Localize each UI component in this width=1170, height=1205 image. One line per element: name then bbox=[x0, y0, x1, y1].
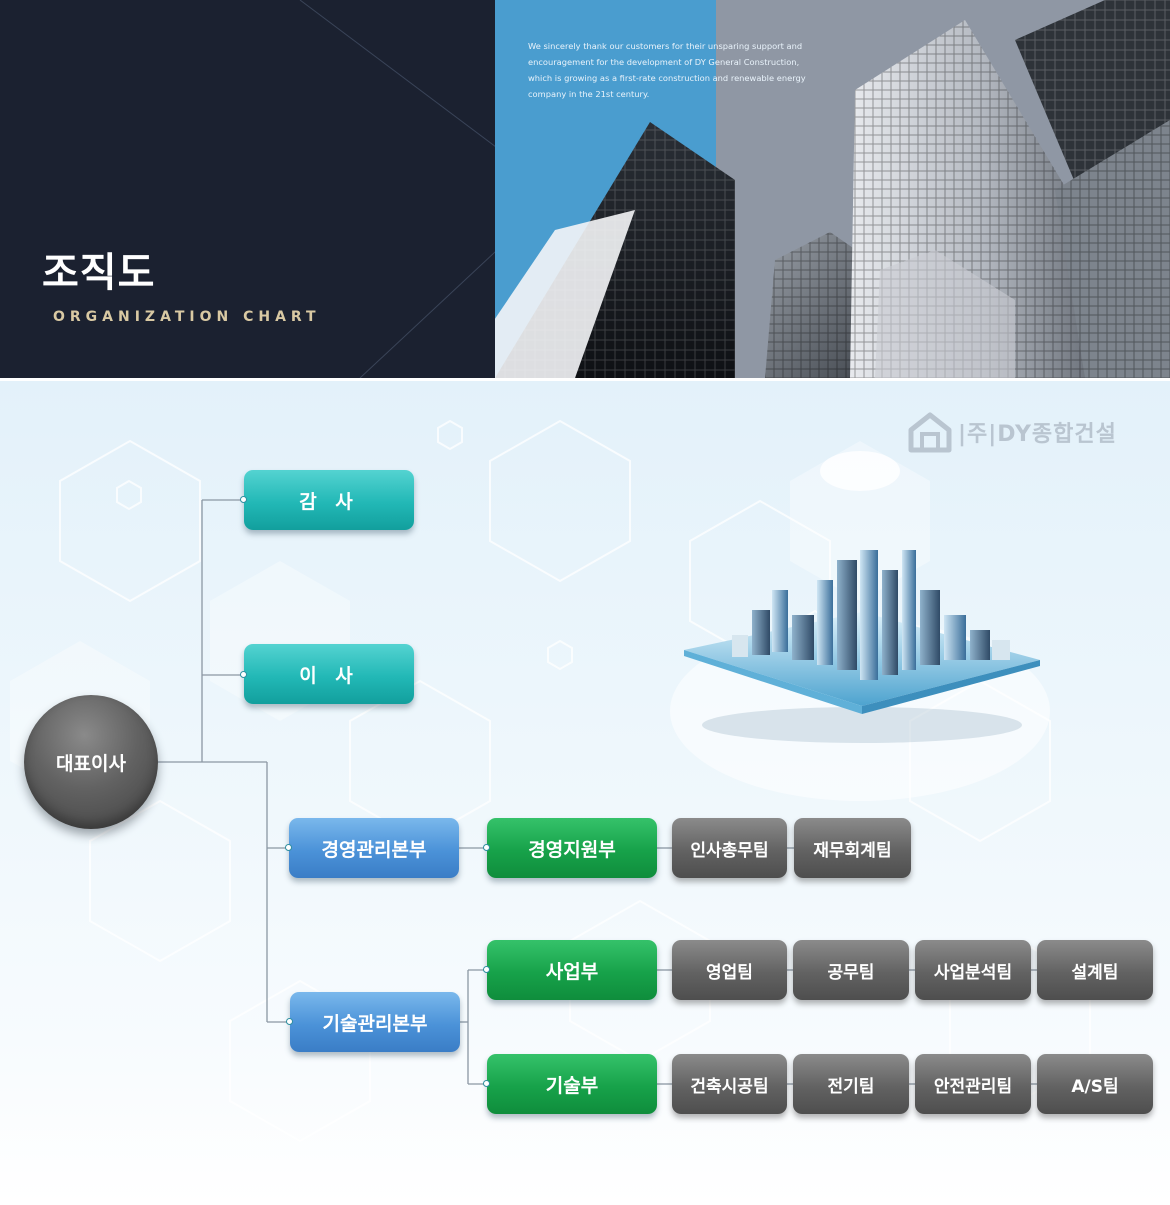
management-hq-node: 경영관리본부 bbox=[289, 818, 459, 878]
tech-hq-label: 기술관리본부 bbox=[322, 1012, 428, 1035]
management-hq-label: 경영관리본부 bbox=[321, 838, 427, 861]
header-divider bbox=[0, 378, 1170, 381]
company-logo: |주|DY종합건설 bbox=[908, 408, 1117, 456]
city-model-image bbox=[684, 550, 1040, 743]
audit-label: 감 사 bbox=[299, 490, 359, 513]
connector-dot bbox=[483, 966, 490, 973]
header-dark-panel: 조직도 ORGANIZATION CHART bbox=[0, 0, 495, 378]
connector-dot bbox=[240, 496, 247, 503]
mgmt-support-label: 경영지원부 bbox=[528, 838, 616, 861]
team-label: 안전관리팀 bbox=[933, 1076, 1013, 1097]
team-label: 건축시공팀 bbox=[690, 1076, 769, 1097]
connector-dot bbox=[483, 1080, 490, 1087]
team-label: 전기팀 bbox=[827, 1076, 875, 1097]
tech-dept-node: 기술부 bbox=[487, 1054, 657, 1114]
page-title: 조직도 bbox=[42, 250, 156, 296]
directors-label: 이 사 bbox=[299, 664, 359, 687]
team-label: A/S팀 bbox=[1071, 1076, 1119, 1097]
audit-node: 감 사 bbox=[244, 470, 414, 530]
logo-house-icon bbox=[908, 412, 952, 453]
team-node-support-2: 재무회계팀 bbox=[794, 818, 911, 878]
team-node-business-2: 공무팀 bbox=[793, 940, 909, 1000]
connector-dot bbox=[483, 844, 490, 851]
directors-node: 이 사 bbox=[244, 644, 414, 704]
team-node-support-1: 인사총무팀 bbox=[672, 818, 787, 878]
page-subtitle: ORGANIZATION CHART bbox=[53, 309, 321, 325]
team-label: 설계팀 bbox=[1071, 962, 1119, 983]
ceo-label: 대표이사 bbox=[56, 752, 126, 775]
team-label: 재무회계팀 bbox=[813, 840, 892, 861]
connector-dot bbox=[285, 844, 292, 851]
business-dept-label: 사업부 bbox=[545, 960, 599, 983]
team-label: 사업분석팀 bbox=[933, 962, 1013, 983]
connector-dot bbox=[240, 671, 247, 678]
mgmt-support-node: 경영지원부 bbox=[487, 818, 657, 878]
team-node-tech-3: 안전관리팀 bbox=[915, 1054, 1031, 1114]
header-banner: 조직도 ORGANIZATION CHART bbox=[0, 0, 1170, 378]
business-dept-node: 사업부 bbox=[487, 940, 657, 1000]
team-node-tech-1: 건축시공팀 bbox=[672, 1054, 787, 1114]
team-label: 영업팀 bbox=[706, 962, 753, 983]
tech-dept-label: 기술부 bbox=[545, 1074, 599, 1097]
team-node-tech-4: A/S팀 bbox=[1037, 1054, 1153, 1114]
thanks-message: We sincerely thank our customers for the… bbox=[528, 41, 806, 99]
header-decor-lines bbox=[299, 0, 495, 378]
connector-dot bbox=[286, 1018, 293, 1025]
ceo-node: 대표이사 bbox=[24, 695, 158, 829]
team-node-business-3: 사업분석팀 bbox=[915, 940, 1031, 1000]
team-node-business-4: 설계팀 bbox=[1037, 940, 1153, 1000]
team-node-tech-2: 전기팀 bbox=[793, 1054, 909, 1114]
logo-text: |주|DY종합건설 bbox=[958, 422, 1117, 447]
team-label: 공무팀 bbox=[827, 962, 875, 983]
buildings-photo bbox=[495, 0, 1170, 378]
tech-hq-node: 기술관리본부 bbox=[290, 992, 460, 1052]
team-label: 인사총무팀 bbox=[690, 840, 769, 861]
team-node-business-1: 영업팀 bbox=[672, 940, 787, 1000]
